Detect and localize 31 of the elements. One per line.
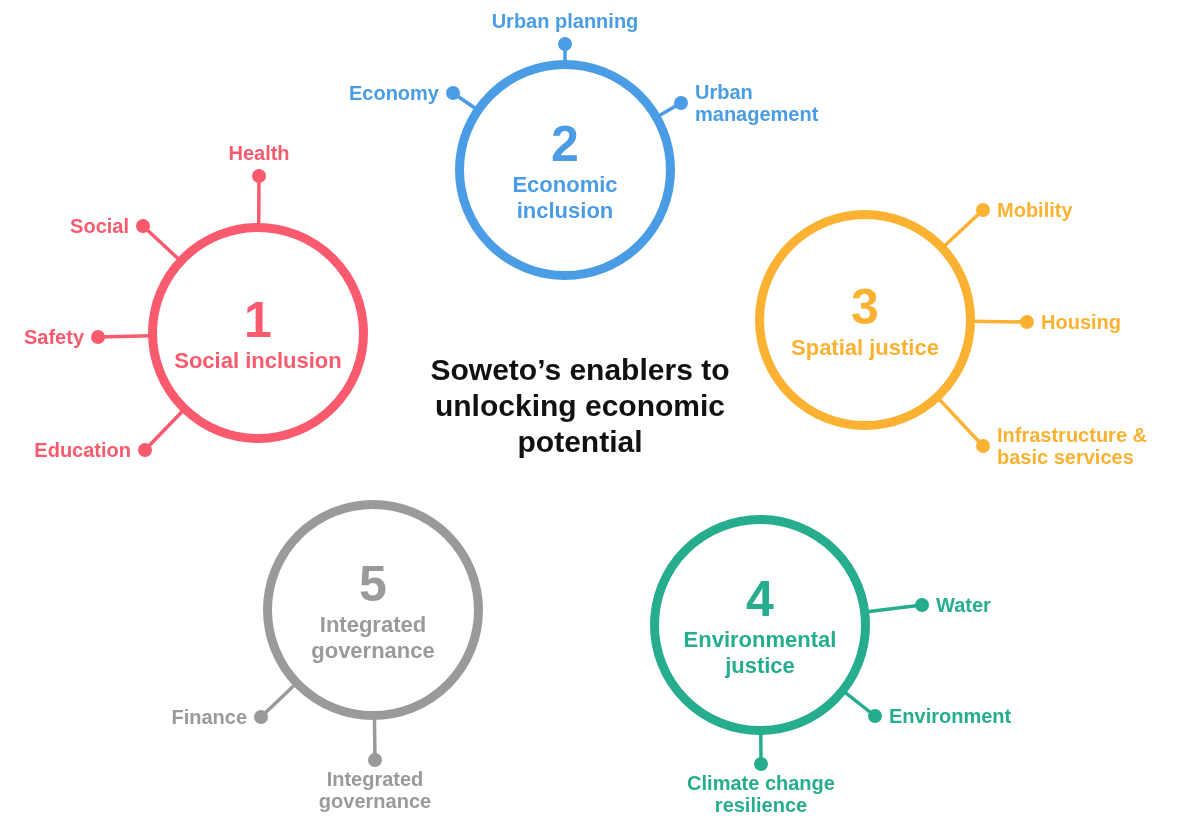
- topic-label: Safety: [0, 307, 98, 367]
- enabler-label: Environmental justice: [682, 627, 838, 679]
- enabler-circle: [650, 515, 870, 735]
- topic-label: Mobility: [983, 180, 1103, 240]
- topic-label: Economy: [323, 63, 453, 123]
- enabler-circle: [455, 60, 675, 280]
- topic-label: Water: [922, 575, 1022, 635]
- topic-label: Urban planning: [465, 10, 665, 44]
- diagram-title: Soweto’s enablers to unlocking economic potential: [429, 352, 731, 460]
- enabler-number: 1: [244, 292, 272, 348]
- topic-label: Climate change resilience: [661, 764, 861, 816]
- topic-label: Education: [5, 420, 145, 480]
- enabler-number: 4: [746, 571, 774, 627]
- enabler-circle: [755, 210, 975, 430]
- topic-label: Urban management: [681, 73, 861, 133]
- enabler-circle: [148, 223, 368, 443]
- enabler-number: 3: [851, 279, 879, 335]
- topic-label: Finance: [141, 687, 261, 747]
- topic-label: Health: [199, 142, 319, 176]
- topic-label: Integrated governance: [295, 760, 455, 812]
- topic-label: Infrastructure & basic services: [983, 416, 1173, 476]
- enabler-label: Spatial justice: [791, 335, 939, 361]
- enabler-number: 2: [551, 116, 579, 172]
- enabler-label: Integrated governance: [310, 612, 436, 664]
- enabler-label: Social inclusion: [174, 348, 342, 374]
- topic-label: Environment: [875, 686, 1035, 746]
- enabler-circle: [263, 500, 483, 720]
- enabler-label: Economic inclusion: [511, 172, 619, 224]
- topic-label: Social: [23, 196, 143, 256]
- topic-label: Housing: [1027, 292, 1147, 352]
- enabler-number: 5: [359, 556, 387, 612]
